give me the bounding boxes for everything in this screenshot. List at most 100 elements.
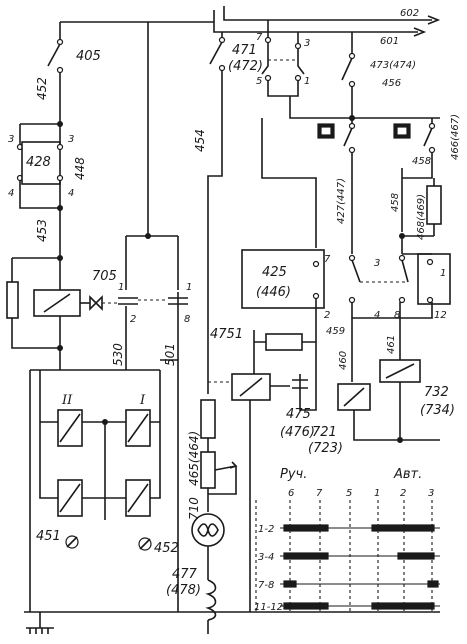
label-405: 405 [76, 49, 101, 64]
label-c1c: 1 [440, 268, 446, 279]
rail-602-arrow [427, 15, 441, 25]
label-478: (478) [166, 583, 201, 598]
relay-721-732 [337, 318, 440, 443]
resistor-4751 [265, 333, 303, 351]
switch-table [255, 500, 440, 612]
c425r-blade-a [351, 259, 361, 283]
coil-II-lower-slash [59, 483, 81, 513]
label-459: 459 [326, 326, 345, 337]
bank-left [39, 370, 105, 499]
tbl-mark-1a [283, 524, 329, 532]
label-476: (476) [280, 425, 315, 440]
tbl-mark-3a [283, 580, 297, 588]
bus-118 [289, 96, 440, 119]
cross-contacts [118, 22, 188, 612]
valve-symbol [89, 295, 103, 311]
coil-475-slash [239, 377, 263, 397]
label-k5: 5 [256, 76, 262, 87]
coil-732-slash [385, 363, 415, 379]
label-451: 451 [36, 529, 61, 544]
sw471-top [218, 36, 226, 44]
tbl-mark-4b [371, 602, 435, 610]
relay-475 [231, 330, 317, 612]
k5 [264, 74, 272, 82]
c425r-12 [426, 296, 434, 304]
sw473-bot [348, 80, 356, 88]
wire-k1-out [290, 80, 299, 97]
label-472: (472) [228, 59, 263, 74]
label-452: 452 [35, 77, 49, 100]
label-468: 468(469) [416, 194, 427, 240]
label-col-5: 5 [346, 488, 352, 499]
label-723: (723) [308, 441, 343, 456]
rheostat-link [208, 466, 237, 495]
label-601: 601 [380, 36, 399, 47]
label-col-7: 7 [316, 488, 323, 499]
label-458b: 458 [412, 156, 431, 167]
lamp-452-slash [139, 538, 151, 550]
sw427-top [348, 122, 356, 130]
label-II: II [61, 393, 73, 408]
tbl-mark-4a [283, 602, 329, 610]
coil-II-upper-slash [59, 413, 81, 443]
label-465: 465(464) [187, 431, 201, 486]
left-branch [6, 22, 160, 612]
ground-bus [24, 611, 440, 634]
c425r-blade-b [401, 259, 409, 283]
wire-705-lbot [11, 318, 60, 349]
tbl-mark-2a [283, 552, 329, 560]
coil-I-upper-slash [127, 413, 149, 443]
relay-group-427 [317, 118, 442, 254]
lamp-451-slash [66, 536, 78, 548]
label-458: 458 [390, 193, 401, 212]
c425r-8 [398, 296, 406, 304]
label-425: 425 [262, 265, 287, 280]
label-710: 710 [187, 497, 201, 520]
c448-4 [56, 174, 64, 182]
label-4751: 4751 [210, 327, 243, 342]
label-col-6: 6 [288, 488, 294, 499]
label-col-a1: 1 [374, 488, 380, 499]
label-cross-8: 8 [184, 314, 190, 325]
label-452b: 452 [154, 541, 179, 556]
label-c4c: 4 [374, 310, 380, 321]
wire-721-bot [353, 410, 440, 441]
c425r-4 [348, 296, 356, 304]
label-705: 705 [92, 269, 117, 284]
wire-466-out [402, 152, 433, 179]
k1 [294, 74, 302, 82]
label-4a: 4 [8, 188, 14, 199]
label-row-1-2: 1-2 [258, 524, 274, 535]
coil-bank [39, 370, 161, 551]
block-425-right [417, 253, 451, 305]
label-k1: 1 [304, 76, 310, 87]
coil-I-lower-slash [127, 483, 149, 513]
label-c8c: 8 [394, 310, 400, 321]
label-col-a3: 3 [428, 488, 434, 499]
coil-466-inner [396, 126, 408, 136]
sw473-blade [341, 57, 353, 81]
sw427-bot [348, 146, 356, 154]
rail-601-arrow [413, 27, 427, 37]
label-448: 448 [73, 157, 87, 180]
wire-428-bot [19, 181, 60, 209]
label-c2: 2 [324, 310, 330, 321]
label-602: 602 [400, 8, 419, 19]
label-453: 453 [35, 219, 49, 242]
top-rails [60, 6, 441, 37]
label-ruch: Руч. [280, 467, 307, 482]
label-k3: 3 [304, 38, 310, 49]
c425r-11 [426, 258, 434, 266]
wire-425r-bot [400, 302, 433, 319]
label-473: 473(474) [370, 60, 416, 71]
sw466-top [428, 122, 436, 130]
sw466-bot [428, 146, 436, 154]
label-461: 461 [386, 335, 397, 354]
switch-block-top [261, 20, 440, 121]
label-428: 428 [26, 155, 51, 170]
block-428 [21, 141, 61, 185]
label-454: 454 [193, 129, 207, 152]
wire-k5-out [267, 80, 290, 97]
k3 [294, 42, 302, 50]
